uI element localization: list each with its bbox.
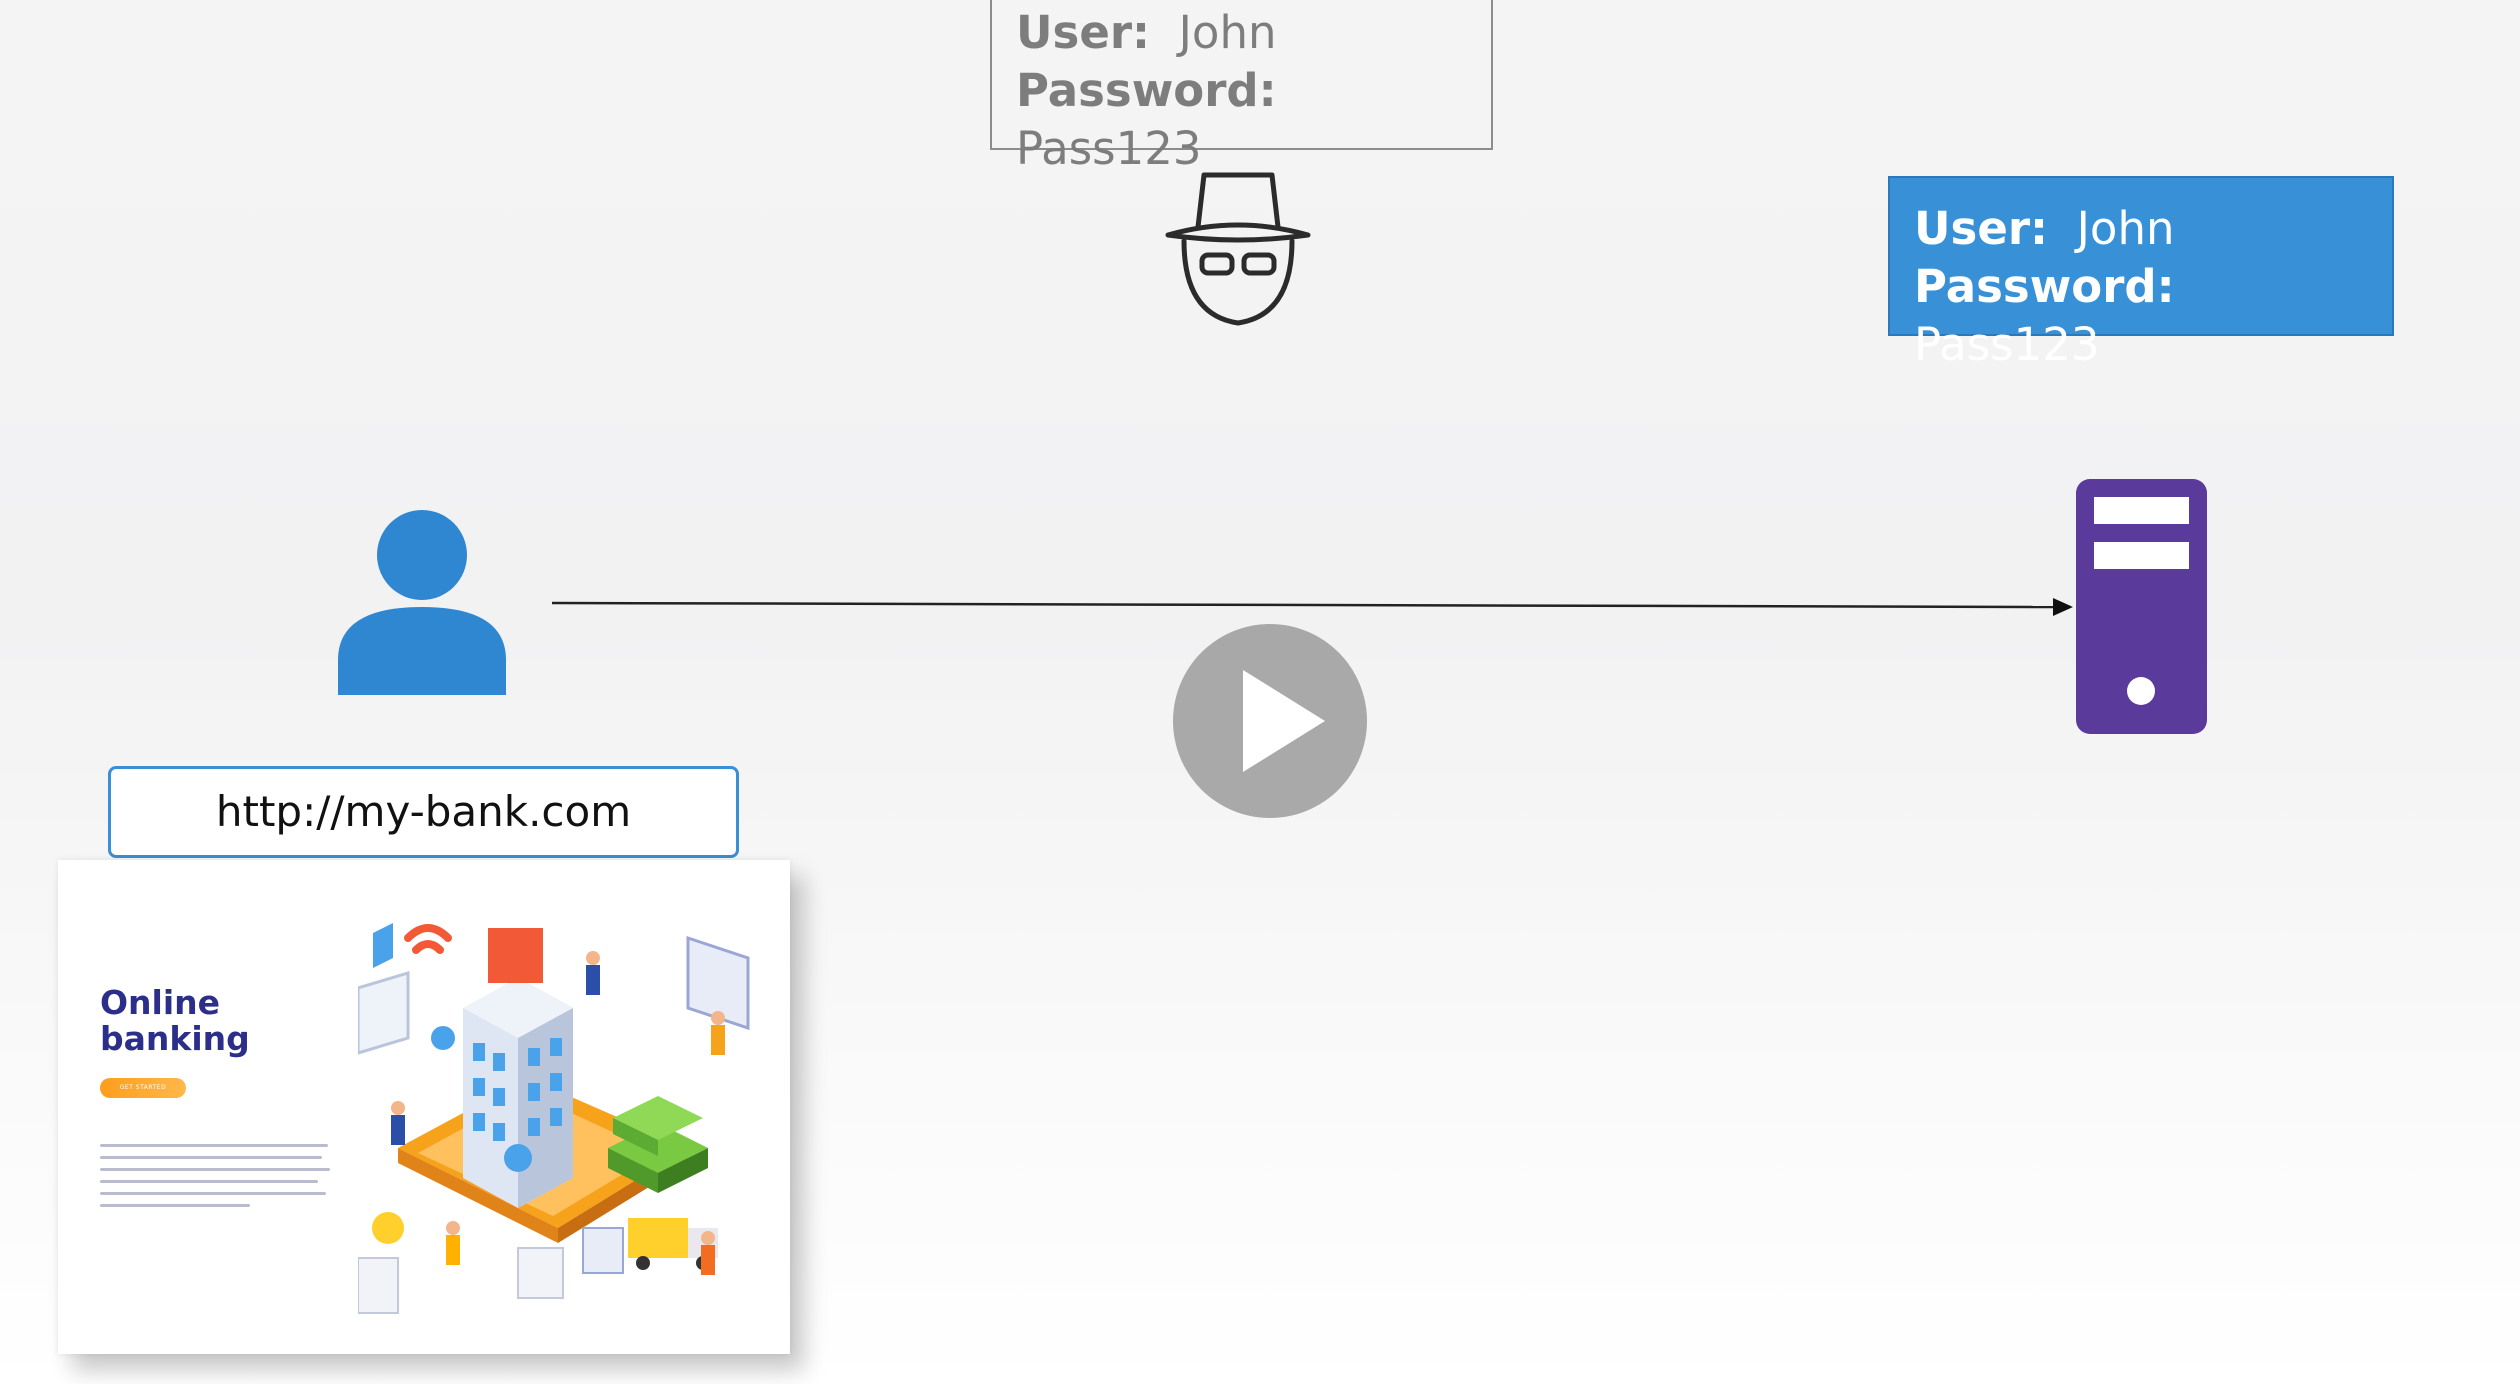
intercepted-user-value: John — [1178, 6, 1277, 59]
intercepted-credentials-box: User: John Password: Pass123 — [990, 0, 1493, 175]
bank-website-preview: Online banking GET STARTED — [58, 860, 790, 1354]
server-user-row: User: John — [1914, 200, 2368, 258]
intercepted-password-row: Password: Pass123 — [1016, 62, 1467, 178]
play-button[interactable] — [1173, 624, 1367, 818]
intercepted-password-value: Pass123 — [1016, 122, 1202, 175]
server-password-label: Password: — [1914, 260, 2175, 313]
server-credentials-box: User: John Password: Pass123 — [1888, 176, 2394, 371]
server-password-row: Password: Pass123 — [1914, 258, 2368, 374]
user-icon — [335, 510, 510, 695]
hacker-icon — [1158, 165, 1318, 330]
server-password-value: Pass123 — [1914, 318, 2100, 371]
bank-illustration — [356, 898, 758, 1318]
server-user-label: User: — [1914, 202, 2049, 255]
play-icon — [1243, 670, 1325, 772]
get-started-button[interactable]: GET STARTED — [100, 1078, 186, 1098]
intercepted-user-label: User: — [1016, 6, 1151, 59]
intercepted-user-row: User: John — [1016, 4, 1467, 62]
bank-page-heading: Online banking — [100, 983, 250, 1058]
intercepted-password-label: Password: — [1016, 64, 1277, 117]
request-arrow — [550, 590, 2075, 620]
server-icon — [2076, 479, 2207, 734]
url-input[interactable]: http://my-bank.com — [108, 766, 739, 858]
server-user-value: John — [2076, 202, 2175, 255]
